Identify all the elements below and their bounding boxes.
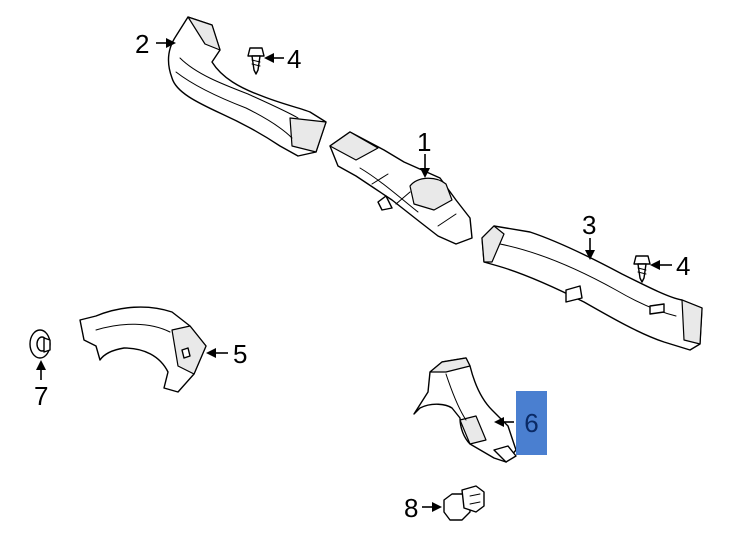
callout-6-highlight[interactable]: 6 (516, 391, 547, 455)
callout-4-top: 4 (287, 44, 302, 74)
part-6-duct (413, 357, 517, 463)
part-7-pin (29, 329, 51, 359)
leader-lines (36, 38, 672, 512)
callout-3: 3 (582, 210, 597, 240)
callout-5: 5 (233, 339, 248, 369)
part-8-clip (443, 485, 485, 521)
part-3-duct (481, 225, 703, 351)
callout-1: 1 (417, 127, 432, 157)
part-4-screw-top (247, 47, 265, 75)
callout-2: 2 (135, 29, 150, 59)
callout-4-right: 4 (676, 251, 691, 281)
part-2-duct (167, 16, 327, 157)
callout-6: 6 (524, 408, 539, 438)
part-4-screw-right (633, 255, 651, 283)
callout-7: 7 (34, 381, 49, 411)
callout-8: 8 (404, 493, 419, 523)
part-1-duct (329, 131, 473, 245)
part-5-duct (79, 306, 207, 393)
